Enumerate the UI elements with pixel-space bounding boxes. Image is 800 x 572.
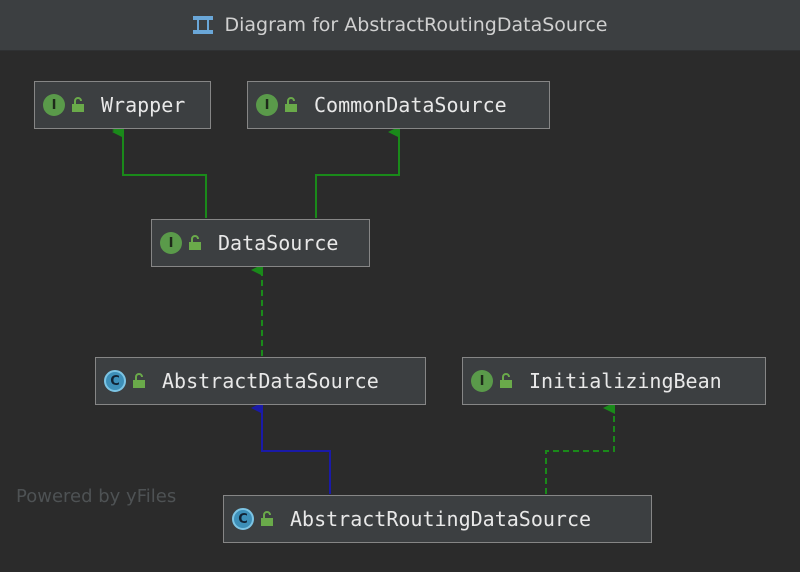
unlocked-icon [285,97,297,112]
node-label: AbstractDataSource [162,369,379,393]
abstract-class-icon: C [104,370,126,392]
edge-datasource-to-wrapper [112,126,207,218]
node-label: AbstractRoutingDataSource [290,507,592,531]
edge-routing-to-initializingbean [545,402,615,494]
node-abstractroutingdatasource[interactable]: C AbstractRoutingDataSource [223,495,652,543]
node-label: Wrapper [101,93,186,117]
diagram-icon [193,16,214,34]
yfiles-watermark: Powered by yFiles [16,486,177,507]
node-label: InitializingBean [529,369,722,393]
node-wrapper[interactable]: I Wrapper [34,81,211,129]
unlocked-icon [133,373,145,388]
node-initializingbean[interactable]: I InitializingBean [462,357,766,405]
window-title-bar: Diagram for AbstractRoutingDataSource [0,0,800,51]
unlocked-icon [500,373,512,388]
edge-datasource-to-commondatasource [315,126,400,218]
interface-icon: I [43,94,65,116]
unlocked-icon [189,235,201,250]
node-datasource[interactable]: I DataSource [151,219,370,267]
node-abstractdatasource[interactable]: C AbstractDataSource [95,357,426,405]
unlocked-icon [261,511,273,526]
interface-icon: I [256,94,278,116]
edge-routing-to-abstractdatasource [251,402,331,494]
node-commondatasource[interactable]: I CommonDataSource [247,81,550,129]
node-label: CommonDataSource [314,93,507,117]
interface-icon: I [471,370,493,392]
unlocked-icon [72,97,84,112]
interface-icon: I [160,232,182,254]
window-title: Diagram for AbstractRoutingDataSource [224,14,608,36]
abstract-class-icon: C [232,508,254,530]
node-label: DataSource [218,231,339,255]
